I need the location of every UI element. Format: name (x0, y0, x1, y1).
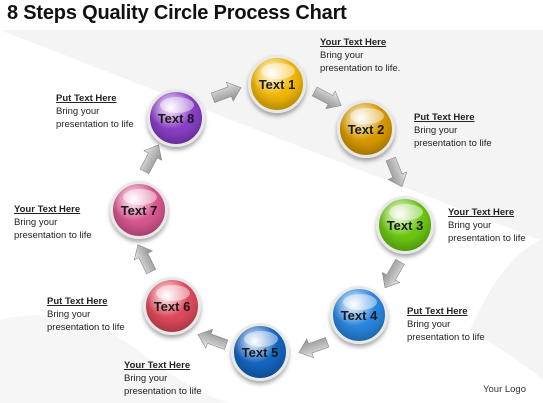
note-1: Your Text Here Bring your presentation t… (320, 36, 400, 75)
step-circle-6: Text 6 (143, 277, 201, 335)
note-3-heading: Your Text Here (448, 207, 515, 218)
step-circle-3: Text 3 (376, 196, 434, 254)
note-2-heading: Put Text Here (414, 112, 475, 123)
step-label-4: Text 4 (340, 307, 378, 323)
note-4-heading: Put Text Here (407, 306, 468, 317)
step-circle-8: Text 8 (147, 89, 205, 147)
step-label-6: Text 6 (153, 298, 191, 314)
step-circle-2: Text 2 (337, 100, 395, 158)
step-label-7: Text 7 (120, 202, 158, 218)
arrow-5-to-6 (197, 328, 229, 350)
note-4-line1: Bring your (407, 319, 451, 330)
note-5-line2: presentation to life (124, 386, 202, 397)
step-circle-5: Text 5 (231, 323, 289, 381)
note-1-line1: Bring your (320, 50, 364, 61)
note-5-line1: Bring your (124, 373, 168, 384)
note-8-line1: Bring your (56, 106, 100, 117)
note-6-line1: Bring your (47, 309, 91, 320)
page-title: 8 Steps Quality Circle Process Chart (7, 2, 347, 24)
step-circle-1: Text 1 (248, 55, 306, 113)
note-6-line2: presentation to life (47, 322, 125, 333)
arrow-7-to-8 (139, 144, 163, 175)
note-1-heading: Your Text Here (320, 37, 387, 48)
note-6-heading: Put Text Here (47, 296, 108, 307)
step-circle-7: Text 7 (110, 181, 168, 239)
note-3-line1: Bring your (448, 220, 492, 231)
note-4-line2: presentation to life (407, 332, 485, 343)
logo-text: Your Logo (483, 384, 526, 395)
arrow-6-to-7 (133, 244, 157, 275)
note-8-line2: presentation to life (56, 119, 134, 130)
note-2: Put Text Here Bring your presentation to… (414, 111, 492, 150)
note-3-line2: presentation to life (448, 233, 526, 244)
note-8: Put Text Here Bring your presentation to… (56, 92, 134, 131)
note-7-line1: Bring your (14, 217, 58, 228)
step-label-8: Text 8 (157, 110, 195, 126)
arrow-2-to-3 (385, 156, 408, 188)
step-label-5: Text 5 (241, 344, 279, 360)
note-8-heading: Put Text Here (56, 93, 117, 104)
step-label-3: Text 3 (386, 217, 424, 233)
note-5-heading: Your Text Here (124, 360, 191, 371)
note-7: Your Text Here Bring your presentation t… (14, 203, 92, 242)
arrow-4-to-5 (298, 337, 330, 359)
note-4: Put Text Here Bring your presentation to… (407, 305, 485, 344)
step-label-2: Text 2 (347, 121, 385, 137)
note-2-line2: presentation to life (414, 138, 492, 149)
note-1-line2: presentation to life. (320, 63, 401, 74)
arrow-1-to-2 (311, 86, 342, 110)
note-3: Your Text Here Bring your presentation t… (448, 206, 526, 245)
step-circle-4: Text 4 (330, 286, 388, 344)
step-label-1: Text 1 (258, 76, 296, 92)
note-7-line2: presentation to life (14, 230, 92, 241)
note-2-line1: Bring your (414, 125, 458, 136)
note-7-heading: Your Text Here (14, 204, 81, 215)
note-6: Put Text Here Bring your presentation to… (47, 295, 125, 334)
arrow-8-to-1 (210, 81, 242, 103)
arrow-3-to-4 (381, 258, 405, 289)
note-5: Your Text Here Bring your presentation t… (124, 359, 202, 398)
